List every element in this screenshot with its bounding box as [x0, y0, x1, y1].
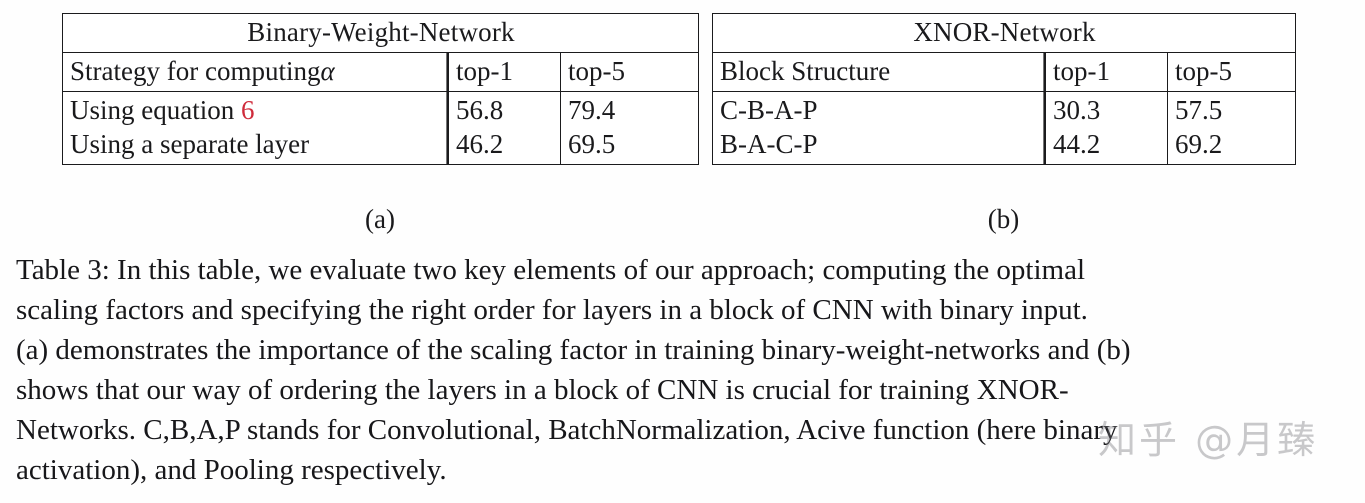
table-b-row1-top1: 44.2 [1045, 127, 1168, 165]
table-a-row0-top5: 79.4 [559, 91, 700, 127]
table-a-header-strategy-text: Strategy for computing [70, 56, 321, 86]
caption-line-4: shows that our way of ordering the layer… [16, 374, 1069, 406]
table-a-header-top5: top-5 [559, 52, 700, 92]
table-a-header-strategy: Strategy for computingα [62, 52, 449, 92]
equation-reference-link[interactable]: 6 [240, 95, 255, 125]
table-a-header-row: Strategy for computingα top-1 top-5 [62, 52, 700, 92]
table-b-row1-top5: 69.2 [1166, 127, 1297, 165]
table-a-title: Binary-Weight-Network [61, 13, 700, 53]
table-binary-weight-network: Binary-Weight-Network Strategy for compu… [61, 13, 700, 165]
table-b-row0-top1: 30.3 [1045, 91, 1168, 127]
table-row: Using a separate layer 46.2 69.5 [62, 127, 700, 165]
subcaption-a: (a) [365, 204, 395, 234]
table-b-row0-label: C-B-A-P [712, 91, 1046, 127]
caption-line-2: scaling factors and specifying the right… [16, 294, 1088, 326]
table-a-container: Binary-Weight-Network Strategy for compu… [61, 13, 700, 165]
table-xnor-network: XNOR-Network Block Structure top-1 top-5… [711, 13, 1297, 165]
table-b-row0-top5: 57.5 [1166, 91, 1297, 127]
table-b-row1-label: B-A-C-P [712, 127, 1046, 165]
subcaption-b: (b) [987, 204, 1020, 234]
caption-line-6: activation), and Pooling respectively. [16, 454, 447, 486]
table-a-row0-label-text: Using equation [70, 95, 241, 125]
table-row: C-B-A-P 30.3 57.5 [712, 91, 1297, 127]
table-b-title-row: XNOR-Network [711, 13, 1297, 53]
table-row: Using equation 6 56.8 79.4 [62, 91, 700, 127]
table-a-row0-top1: 56.8 [448, 91, 561, 127]
caption-line-5: Networks. C,B,A,P stands for Convolution… [16, 414, 1118, 446]
table-a-row0-label: Using equation 6 [62, 91, 449, 127]
table-row: B-A-C-P 44.2 69.2 [712, 127, 1297, 165]
table-b-title: XNOR-Network [711, 13, 1297, 53]
table-a-row1-top5: 69.5 [559, 127, 700, 165]
alpha-symbol: α [320, 56, 335, 86]
table-a-row1-label: Using a separate layer [62, 127, 449, 165]
table-b-header-top1: top-1 [1045, 52, 1168, 92]
table-a-row1-top1: 46.2 [448, 127, 561, 165]
table-b-container: XNOR-Network Block Structure top-1 top-5… [711, 13, 1297, 165]
table-b-header-top5: top-5 [1166, 52, 1297, 92]
caption-line-3: (a) demonstrates the importance of the s… [16, 334, 1131, 366]
table-b-header-block-structure: Block Structure [712, 52, 1046, 92]
table-a-header-top1: top-1 [448, 52, 561, 92]
table-caption: Table 3: In this table, we evaluate two … [16, 250, 1349, 490]
table-a-title-row: Binary-Weight-Network [61, 13, 700, 53]
caption-line-1: Table 3: In this table, we evaluate two … [16, 254, 1086, 286]
table-b-header-row: Block Structure top-1 top-5 [712, 52, 1297, 92]
